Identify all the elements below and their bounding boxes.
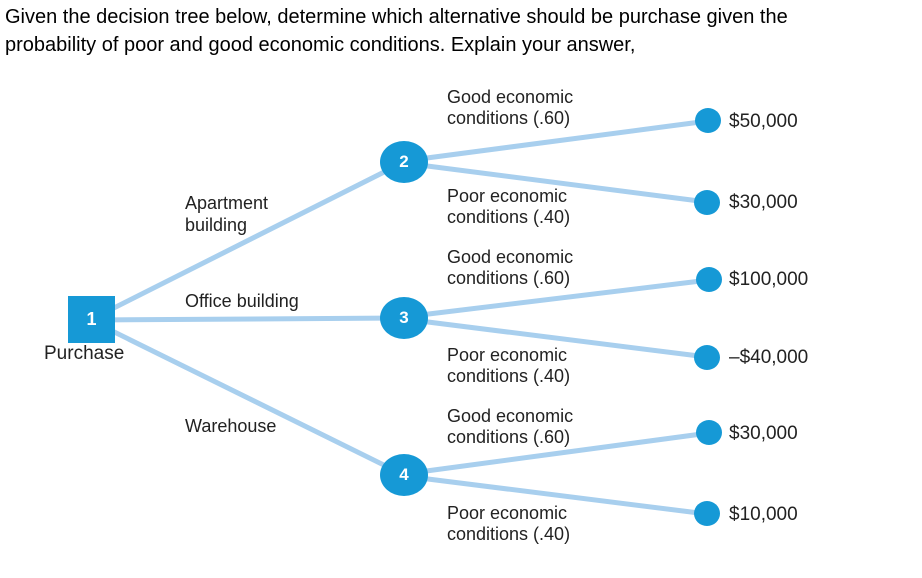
branch-apartment-building	[90, 159, 406, 322]
question-line-2: probability of poor and good economic co…	[5, 34, 636, 56]
payoff-node2-poor: $30,000	[729, 192, 798, 213]
chance-node-4-number: 4	[399, 465, 409, 484]
question-text: Given the decision tree below, determine…	[5, 3, 788, 59]
payoff-node4-poor: $10,000	[729, 504, 798, 525]
alternative-label-warehouse: Warehouse	[185, 416, 277, 436]
branch-node3-good	[403, 277, 710, 320]
chance-node-4: 4	[380, 454, 428, 496]
chance-node-3: 3	[380, 297, 428, 339]
condition-node3-poor: Poor economic conditions (.40)	[447, 345, 571, 386]
condition-node2-good: Good economic conditions (.60)	[447, 87, 574, 128]
terminal-dot-node3-poor	[694, 345, 720, 370]
condition-node2-poor: Poor economic conditions (.40)	[447, 186, 571, 227]
condition-node4-good: Good economic conditions (.60)	[447, 406, 574, 447]
terminal-dot-node2-good	[695, 108, 721, 133]
condition-node4-poor: Poor economic conditions (.40)	[447, 503, 571, 544]
branch-node4-poor	[403, 473, 708, 517]
chance-node-2-number: 2	[399, 152, 409, 171]
terminal-dot-node4-good	[696, 420, 722, 445]
branch-office-building	[91, 315, 405, 323]
payoff-node3-good: $100,000	[729, 269, 809, 290]
chance-node-2: 2	[380, 141, 428, 183]
branch-node3-poor	[403, 316, 708, 360]
terminal-dot-node2-poor	[694, 190, 720, 215]
payoff-node3-poor: –$40,000	[729, 347, 809, 368]
terminal-dot-node4-poor	[694, 501, 720, 526]
payoff-node4-good: $30,000	[729, 423, 798, 444]
branch-warehouse	[90, 318, 406, 478]
alternative-label-office: Office building	[185, 291, 299, 311]
payoff-node2-good: $50,000	[729, 111, 798, 132]
question-line-1: Given the decision tree below, determine…	[5, 6, 788, 28]
decision-node-label: Purchase	[44, 343, 125, 364]
decision-node-number: 1	[86, 309, 97, 329]
decision-node-1: 1	[68, 296, 115, 343]
branch-node4-good	[403, 430, 710, 477]
branch-node2-poor	[403, 160, 708, 205]
branch-node2-good	[403, 118, 709, 164]
condition-node3-good: Good economic conditions (.60)	[447, 247, 574, 288]
terminal-dot-node3-good	[696, 267, 722, 292]
alternative-label-apartment: Apartment building	[185, 193, 269, 235]
chance-node-3-number: 3	[399, 308, 409, 327]
